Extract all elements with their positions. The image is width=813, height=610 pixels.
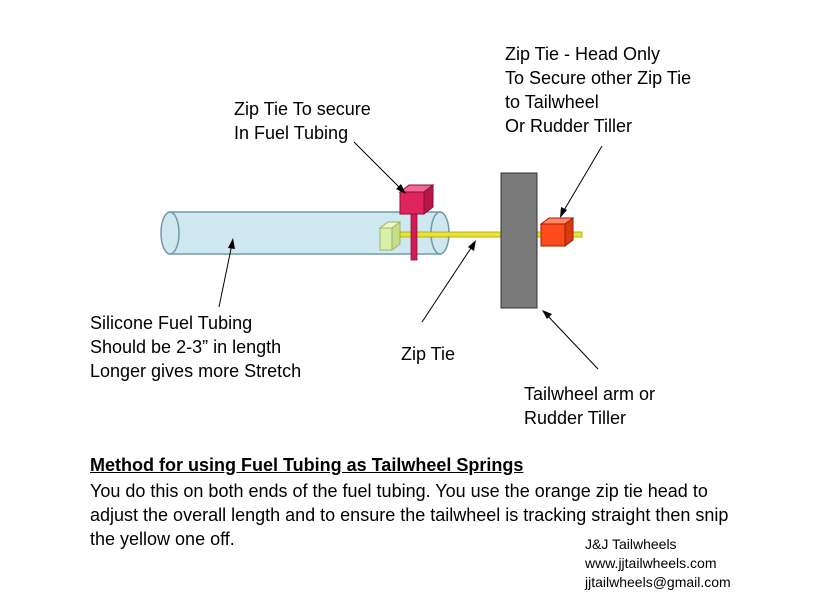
label-zip-tie-line-1: Zip Tie <box>401 344 456 364</box>
arrow-to-tailwheel-arm <box>542 310 599 370</box>
label-zip-tie-secure-line-1: Zip Tie To secure <box>234 99 371 119</box>
pointer-arrows <box>218 141 603 370</box>
label-zip-tie-secure-line-2: In Fuel Tubing <box>234 123 349 143</box>
method-description: You do this on both ends of the fuel tub… <box>90 481 729 549</box>
method-title: Method for using Fuel Tubing as Tailwhee… <box>90 455 524 475</box>
label-zip-tie-head-line-4: Or Rudder Tiller <box>505 116 633 136</box>
label-zip-tie: Zip Tie <box>401 342 455 366</box>
label-zip-tie-head-line-1: Zip Tie - Head Only <box>505 44 661 64</box>
label-tailwheel-arm: Tailwheel arm or Rudder Tiller <box>524 382 655 430</box>
label-silicone-tubing-line-2: Should be 2-3” in length <box>90 337 282 357</box>
tubing-left-end <box>160 211 180 255</box>
label-tailwheel-arm-line-2: Rudder Tiller <box>524 408 627 428</box>
magenta-zip-tie-strap <box>410 209 418 261</box>
label-zip-tie-head-line-3: to Tailwheel <box>505 92 599 112</box>
magenta-zip-tie <box>398 183 435 261</box>
contact-info: J&J Tailwheels www.jjtailwheels.com jjta… <box>585 535 731 592</box>
label-silicone-tubing-line-3: Longer gives more Stretch <box>90 361 302 381</box>
tailwheel-arm <box>500 172 538 309</box>
label-silicone-tubing: Silicone Fuel Tubing Should be 2-3” in l… <box>90 311 301 383</box>
orange-zip-tie-head <box>539 217 575 247</box>
label-zip-tie-secure: Zip Tie To secure In Fuel Tubing <box>234 97 371 145</box>
inner-zip-tie-block <box>378 221 402 251</box>
arrow-to-yellow-tie <box>421 240 476 323</box>
contact-email: jjtailwheels@gmail.com <box>585 574 731 590</box>
yellow-zip-tie <box>399 231 583 238</box>
arrow-to-tubing <box>218 238 235 308</box>
arrow-to-magenta-head <box>353 141 406 194</box>
label-zip-tie-head-line-2: To Secure other Zip Tie <box>505 68 692 88</box>
contact-website: www.jjtailwheels.com <box>585 555 717 571</box>
arrow-to-orange-head <box>560 145 603 218</box>
label-tailwheel-arm-line-1: Tailwheel arm or <box>524 384 656 404</box>
label-silicone-tubing-line-1: Silicone Fuel Tubing <box>90 313 253 333</box>
magenta-zip-tie-head <box>399 191 425 215</box>
label-zip-tie-head: Zip Tie - Head Only To Secure other Zip … <box>505 42 691 138</box>
contact-company: J&J Tailwheels <box>585 536 677 552</box>
